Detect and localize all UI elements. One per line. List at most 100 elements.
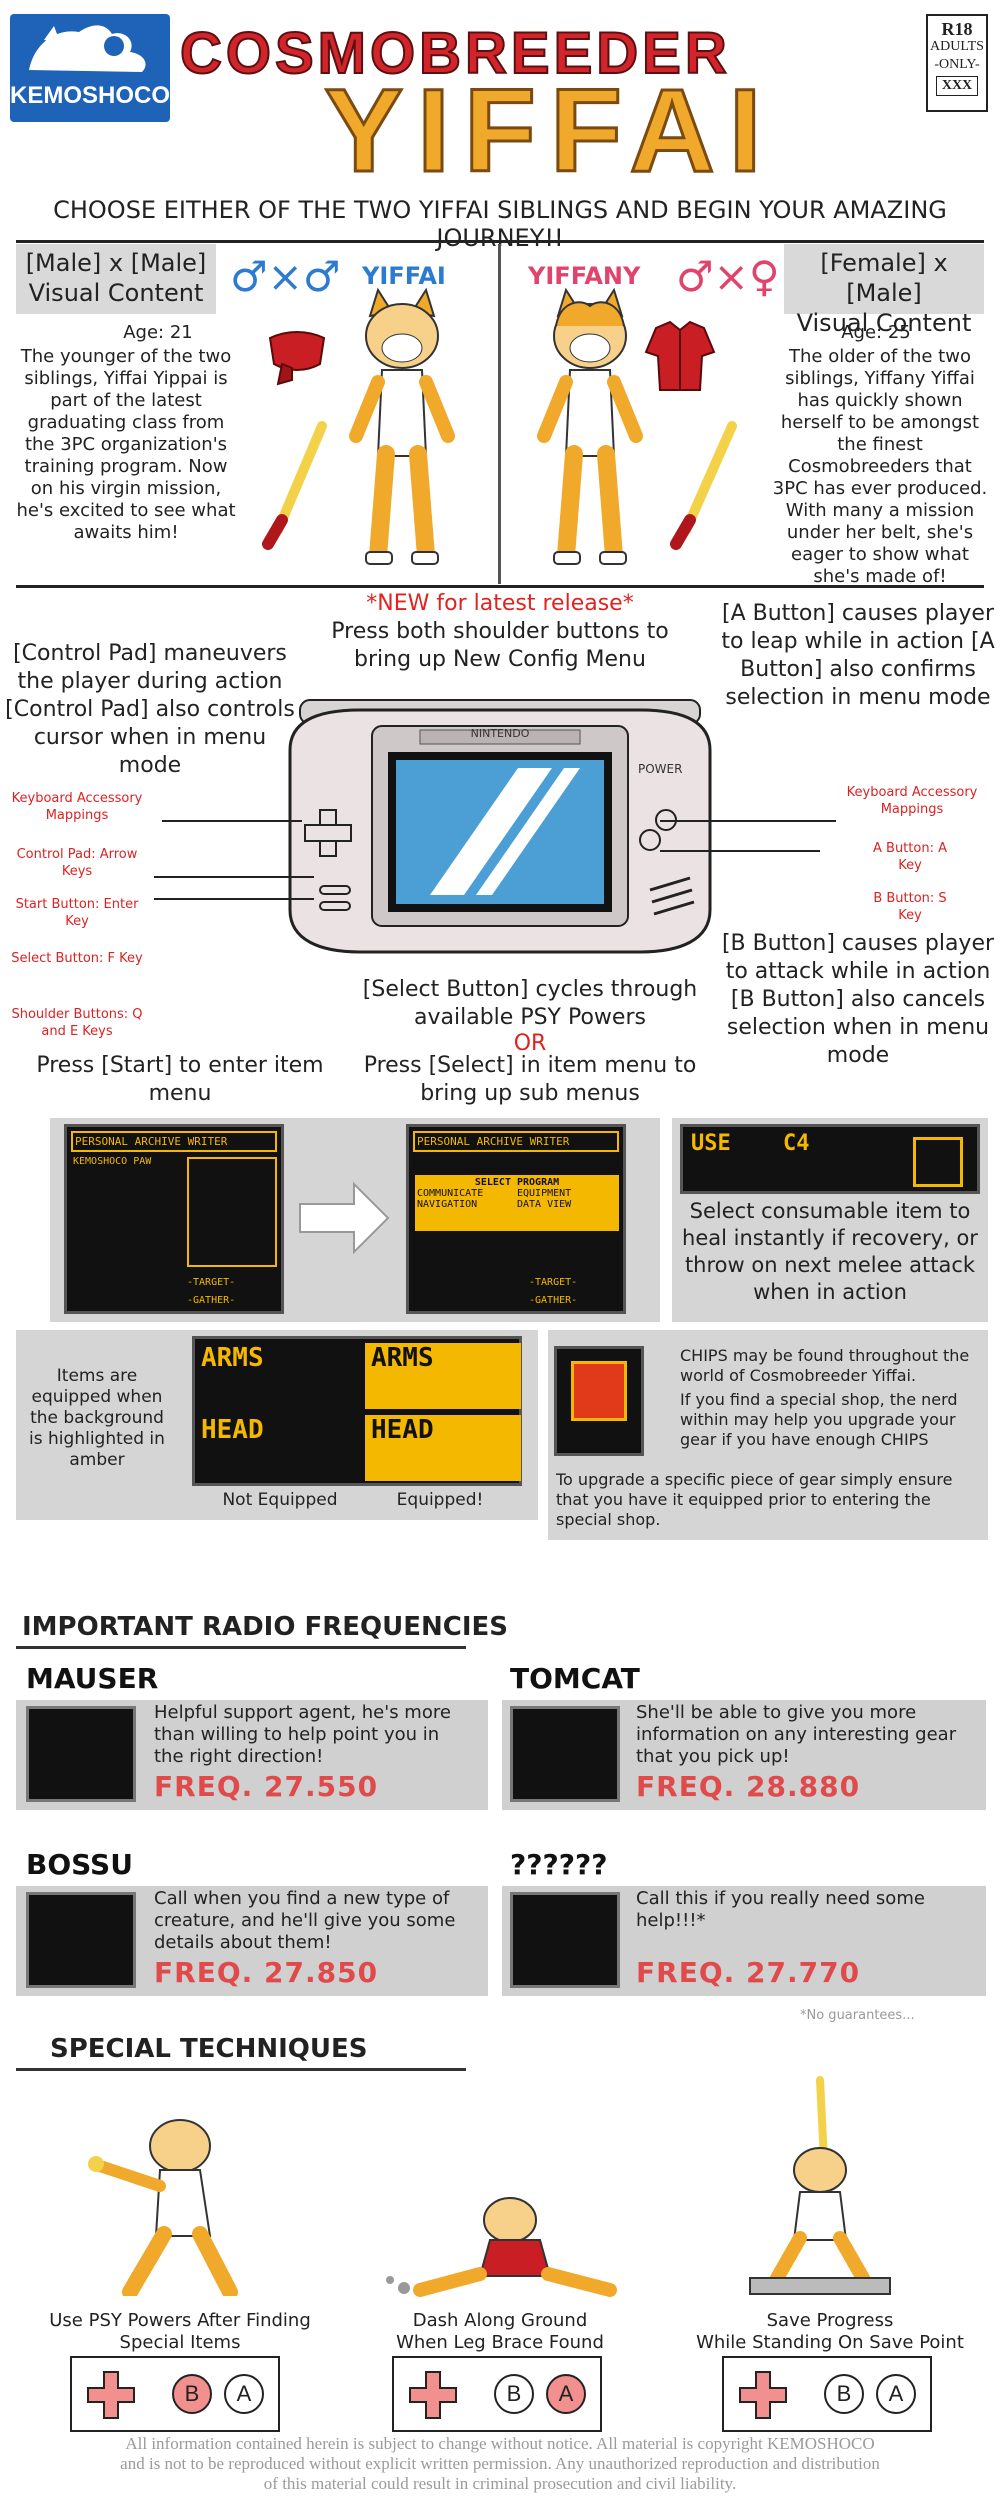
sibling-panel <box>16 240 984 588</box>
technique-2-input: B A <box>392 2356 602 2432</box>
arms-highlight <box>365 1343 521 1409</box>
right-content-band <box>784 244 984 314</box>
menu-equipment[interactable]: EQUIPMENT <box>517 1188 572 1199</box>
right-content-line2: Visual Content <box>796 309 972 337</box>
arms-label-unequipped: ARMS <box>201 1343 264 1373</box>
keyboard-left-item-2: Select Button: F Key <box>11 951 143 966</box>
radio-footnote: *No guarantees... <box>800 2008 915 2023</box>
b-button-icon: B <box>824 2374 864 2414</box>
radio-name-bossu: BOSSU <box>26 1848 133 1881</box>
right-blade-icon <box>670 421 737 550</box>
male-male-symbol-icon: ♂×♂ <box>230 252 341 301</box>
radio-title-underline <box>16 1646 466 1649</box>
radio-freq-unknown[interactable]: FREQ. 27.770 <box>636 1956 861 1989</box>
male-female-symbol-icon: ♂×♀ <box>676 252 780 301</box>
techniques-title-underline <box>16 2068 466 2071</box>
start-instruction: Press [Start] to enter item menu <box>36 1053 324 1106</box>
a-button-icon: A <box>876 2374 916 2414</box>
radio-freq-tomcat[interactable]: FREQ. 28.880 <box>636 1770 861 1803</box>
keyboard-right-item-0: A Button: A Key <box>873 841 947 873</box>
selected-slot-icon <box>913 1137 963 1187</box>
radio-freq-mauser[interactable]: FREQ. 27.550 <box>154 1770 379 1803</box>
left-content-line1: [Male] x [Male] <box>25 249 207 277</box>
c4-label: C4 <box>783 1131 810 1156</box>
copyright-footer: All information contained herein is subj… <box>20 2434 980 2494</box>
footer-line3: of this material could result in crimina… <box>263 2474 737 2493</box>
radio-name-unknown: ?????? <box>510 1848 608 1881</box>
technique-2-caption: Dash Along Ground When Leg Brace Found <box>350 2310 650 2354</box>
technique-1-caption: Use PSY Powers After Finding Special Ite… <box>30 2310 330 2354</box>
right-content-line1: [Female] x [Male] <box>820 249 948 307</box>
menu-communicate[interactable]: COMMUNICATE <box>417 1188 484 1199</box>
equip-screen: ARMS ARMS HEAD HEAD <box>192 1336 522 1486</box>
use-label: USE <box>691 1131 731 1156</box>
head-label-unequipped: HEAD <box>201 1415 264 1445</box>
gather-label-2: -GATHER- <box>529 1295 578 1306</box>
leader-dpad <box>162 820 302 822</box>
radio-desc-unknown: Call this if you really need some help!!… <box>636 1888 925 1931</box>
technique-1-caption-line1: Use PSY Powers After Finding <box>49 2310 311 2331</box>
dpad-icon <box>87 2371 135 2419</box>
rating-adults: ADULTS <box>930 39 984 54</box>
gather-label: -GATHER- <box>187 1295 236 1306</box>
radio-desc-bossu: Call when you find a new type of creatur… <box>154 1888 456 1953</box>
yiffai-bio: The younger of the two siblings, Yiffai … <box>16 346 236 543</box>
yiffai-character-art <box>349 287 455 565</box>
company-line: KEMOSHOCO PAW <box>73 1156 152 1167</box>
a-button-icon: A <box>224 2374 264 2414</box>
target-label-2: -TARGET- <box>529 1277 578 1288</box>
yiffany-bio: The older of the two siblings, Yiffany Y… <box>772 346 988 587</box>
arrow-right-icon <box>299 1181 390 1255</box>
technique-1-input: B A <box>70 2356 280 2432</box>
panel-divider <box>498 244 501 584</box>
footer-line2: and is not to be reproduced without expl… <box>120 2454 880 2473</box>
yiffany-age: Age: 25 <box>841 322 911 343</box>
select-program-popup: SELECT PROGRAM COMMUNICATE EQUIPMENT NAV… <box>415 1175 619 1231</box>
jacket-icon <box>644 320 716 391</box>
target-label: -TARGET- <box>187 1277 236 1288</box>
leader-start <box>154 876 314 878</box>
dpad-icon <box>739 2371 787 2419</box>
not-equipped-label: Not Equipped <box>222 1490 338 1510</box>
rating-xxx: XXX <box>936 76 978 96</box>
b-button-instruction: [B Button] causes player to attack while… <box>721 931 995 1068</box>
mauser-portrait-icon <box>26 1706 136 1802</box>
leader-b <box>660 850 820 852</box>
equipped-label: Equipped! <box>396 1490 484 1510</box>
gba-console <box>288 699 712 954</box>
b-button-icon: B <box>172 2374 212 2414</box>
radio-freq-bossu[interactable]: FREQ. 27.850 <box>154 1956 379 1989</box>
rating-r18: R18 <box>941 19 973 39</box>
dpad-icon <box>409 2371 457 2419</box>
menu-data-view[interactable]: DATA VIEW <box>517 1199 572 1210</box>
radio-name-mauser: MAUSER <box>26 1662 159 1695</box>
technique-3-input: B A <box>722 2356 932 2432</box>
psy-power-pose-art <box>88 2119 238 2296</box>
a-button-icon: A <box>546 2374 586 2414</box>
menu-navigation[interactable]: NAVIGATION <box>417 1199 478 1210</box>
yiffany-character-art <box>537 287 643 565</box>
chips-text-1: CHIPS may be found throughout the world … <box>680 1346 970 1385</box>
keyboard-left-item-0: Control Pad: Arrow Keys <box>16 847 138 879</box>
yiffai-name: YIFFAI <box>362 262 446 290</box>
keyboard-left-title: Keyboard Accessory Mappings <box>11 791 143 823</box>
new-release-note: *NEW for latest release* <box>366 591 634 616</box>
title-cosmobreeder: COSMOBREEDER <box>179 20 731 87</box>
technique-2-caption-line2: When Leg Brace Found <box>396 2332 604 2353</box>
radio-section-title: IMPORTANT RADIO FREQUENCIES <box>22 1612 509 1642</box>
rating-only: -ONLY- <box>934 57 980 72</box>
arms-label-equipped: ARMS <box>371 1343 434 1373</box>
leader-a <box>660 820 836 822</box>
left-blade-icon <box>262 421 327 550</box>
sub-menu-screen: PERSONAL ARCHIVE WRITER SELECT PROGRAM C… <box>406 1124 626 1314</box>
a-button-instruction: [A Button] causes player to leap while i… <box>721 601 995 710</box>
control-pad-instruction: [Control Pad] maneuvers the player durin… <box>5 641 295 778</box>
unknown-portrait-icon <box>510 1892 620 1988</box>
keyboard-left-item-3: Shoulder Buttons: Q and E Keys <box>11 1007 143 1039</box>
gba-brand: NINTENDO <box>470 727 530 740</box>
tomcat-portrait-icon <box>510 1706 620 1802</box>
item-menu-screen: PERSONAL ARCHIVE WRITER KEMOSHOCO PAW -T… <box>64 1124 284 1314</box>
b-button-icon: B <box>494 2374 534 2414</box>
chips-text-3: To upgrade a specific piece of gear simp… <box>556 1470 953 1529</box>
title-yiffai: YIFFAI <box>323 65 776 197</box>
